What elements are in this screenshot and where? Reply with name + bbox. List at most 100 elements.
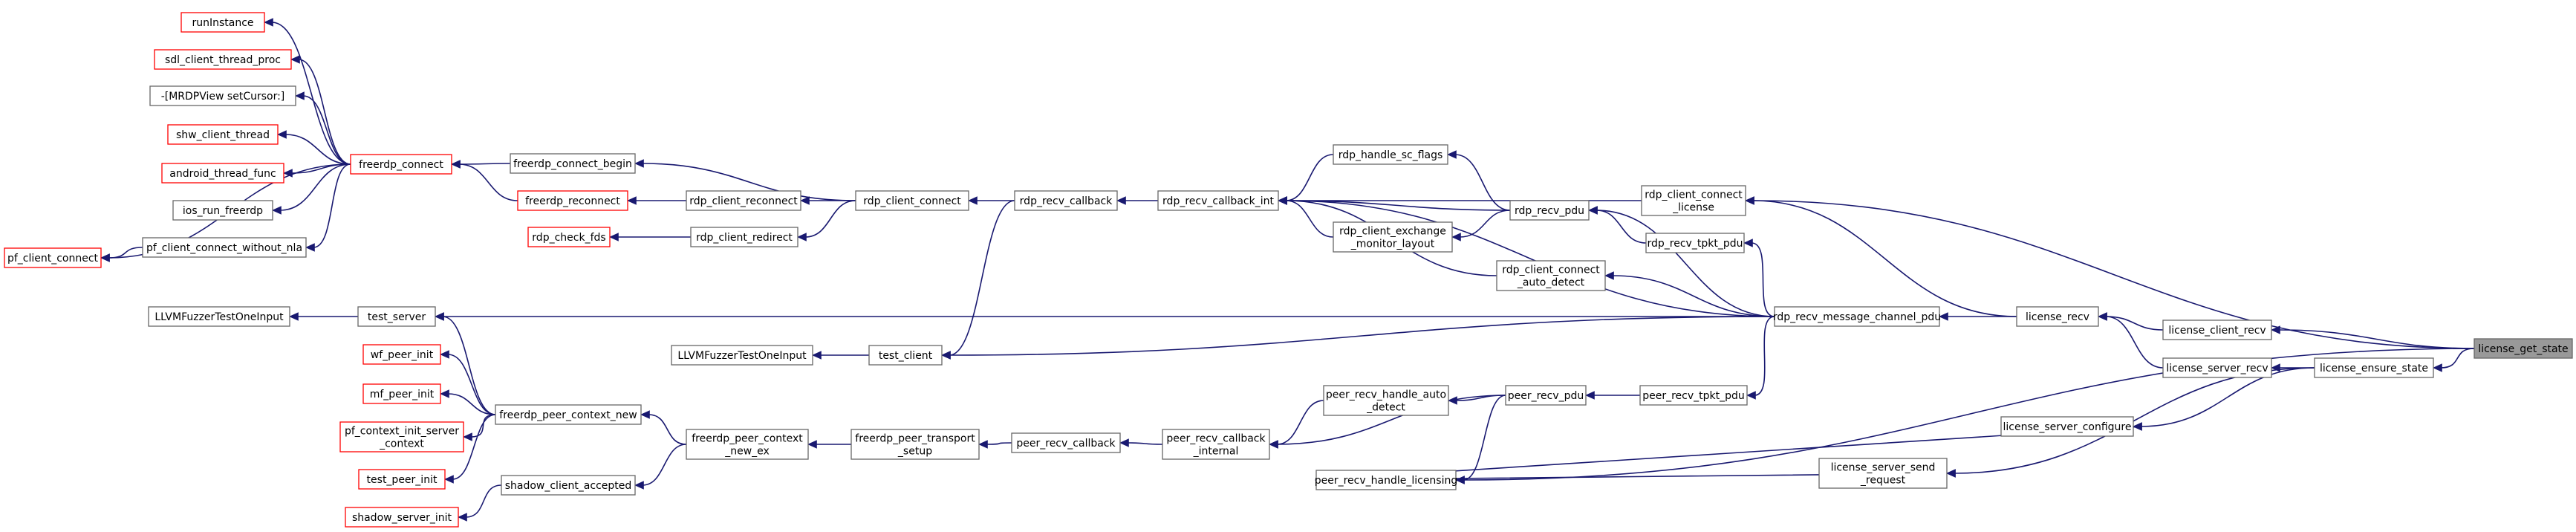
node-label: _request: [1860, 475, 1906, 487]
node-shw-client-thread[interactable]: shw_client_thread: [167, 124, 279, 145]
node-freerdp-connect[interactable]: freerdp_connect: [350, 154, 452, 175]
node-rdp-client-exchange-monitor-layout[interactable]: rdp_client_exchange_monitor_layout: [1333, 221, 1453, 253]
node-box: [2473, 338, 2573, 359]
node-rdp-check-fds[interactable]: rdp_check_fds: [527, 227, 611, 247]
node-box: [1645, 233, 1745, 253]
edge-license-recv-to-license-client-recv: [2098, 312, 2164, 331]
node-license-server-send-request[interactable]: license_server_send_request: [1818, 458, 1948, 489]
edge-peer-recv-pdu-to-peer-recv-tpkt-pdu: [1585, 391, 1640, 400]
node-freerdp-connect-begin[interactable]: freerdp_connect_begin: [510, 153, 636, 174]
node-box: [154, 49, 292, 70]
node-label: LLVMFuzzerTestOneInput: [155, 311, 284, 323]
node-llvm-fuzzer-2[interactable]: LLVMFuzzerTestOneInput: [671, 345, 813, 366]
node-label: freerdp_peer_context_new: [499, 409, 637, 421]
node-label: pf_client_connect: [7, 253, 99, 265]
node-mf-peer-init[interactable]: mf_peer_init: [362, 383, 441, 404]
node-peer-recv-handle-licensing[interactable]: peer_recv_handle_licensing: [1315, 470, 1458, 490]
node-pf-client-connect-without-nla[interactable]: pf_client_connect_without_nla: [142, 237, 307, 258]
edge-line: [442, 316, 496, 415]
node-label: rdp_client_connect: [1645, 189, 1743, 201]
node-peer-recv-callback-internal[interactable]: peer_recv_callback_internal: [1162, 429, 1270, 460]
node-peer-recv-handle-auto-detect[interactable]: peer_recv_handle_auto_detect: [1323, 385, 1449, 416]
node-test-server[interactable]: test_server: [357, 306, 436, 327]
node-rdp-recv-pdu[interactable]: rdp_recv_pdu: [1509, 200, 1590, 221]
edge-line: [1752, 200, 2017, 317]
node-label: test_server: [368, 311, 426, 323]
node-freerdp-peer-context-new[interactable]: freerdp_peer_context_new: [495, 404, 642, 425]
node-wf-peer-init[interactable]: wf_peer_init: [362, 344, 441, 365]
node-label: _auto_detect: [1517, 277, 1585, 289]
node-box: [149, 85, 296, 106]
edge-rdp-handle-sc-flags-to-rdp-recv-pdu: [1447, 150, 1511, 211]
edge-pf-client-connect-without-nla-to-freerdp-connect: [305, 163, 351, 252]
node-ios-run-freerdp[interactable]: ios_run_freerdp: [172, 200, 273, 221]
edge-line: [648, 414, 687, 445]
edge-rdp-recv-tpkt-pdu-to-rdp-recv-message-channel-pdu: [1743, 239, 1775, 317]
node-android-thread-func[interactable]: android_thread_func: [161, 163, 284, 184]
node-box: [1157, 190, 1279, 211]
node-label: license_ensure_state: [2320, 363, 2428, 374]
node-test-peer-init[interactable]: test_peer_init: [358, 469, 446, 490]
node-peer-recv-tpkt-pdu[interactable]: peer_recv_tpkt_pdu: [1639, 385, 1748, 406]
node-label: rdp_recv_tpkt_pdu: [1648, 238, 1743, 250]
node-shadow-client-accepted[interactable]: shadow_client_accepted: [501, 475, 636, 496]
edge-wf-peer-init-to-freerdp-peer-context-new: [440, 350, 496, 415]
node-box: [362, 344, 441, 365]
node-license-recv[interactable]: license_recv: [2016, 306, 2099, 327]
edge-rdp-recv-callback-int-to-rdp-client-exchange-monitor-layout: [1278, 196, 1334, 238]
node-license-get-state[interactable]: license_get_state: [2473, 338, 2573, 359]
node-license-client-recv[interactable]: license_client_recv: [2162, 319, 2272, 340]
node-label: -[MRDPView setCursor:]: [161, 91, 285, 103]
node-box: [180, 12, 265, 33]
node-freerdp-reconnect[interactable]: freerdp_reconnect: [517, 190, 628, 211]
node-rdp-client-redirect[interactable]: rdp_client_redirect: [690, 227, 799, 247]
edge-line: [1276, 400, 1324, 445]
node-license-ensure-state[interactable]: license_ensure_state: [2314, 357, 2434, 378]
node-rdp-client-reconnect[interactable]: rdp_client_reconnect: [686, 190, 801, 211]
node-label: license_client_recv: [2168, 325, 2266, 337]
edge-arrowhead: [289, 312, 299, 321]
edge-arrowhead: [2271, 325, 2280, 334]
node-rdp-client-connect-license[interactable]: rdp_client_connect_license: [1641, 185, 1746, 216]
node-license-server-configure[interactable]: license_server_configure: [2000, 416, 2134, 437]
node-rdp-recv-tpkt-pdu[interactable]: rdp_recv_tpkt_pdu: [1645, 233, 1745, 253]
edge-arrowhead: [463, 432, 472, 441]
edge-arrowhead: [1119, 438, 1129, 447]
node-sdl-client-thread-proc[interactable]: sdl_client_thread_proc: [154, 49, 292, 70]
edge-arrowhead: [797, 233, 807, 241]
edge-line: [1751, 242, 1775, 317]
edge-arrowhead: [1588, 206, 1598, 215]
edge-mf-peer-init-to-freerdp-peer-context-new: [440, 389, 496, 415]
edge-arrowhead: [440, 389, 449, 398]
node-peer-recv-pdu[interactable]: peer_recv_pdu: [1505, 385, 1587, 406]
node-license-server-recv[interactable]: license_server_recv: [2162, 357, 2272, 378]
node-test-client[interactable]: test_client: [868, 345, 943, 366]
node-label: license_server_configure: [2003, 421, 2132, 433]
node-rdp-handle-sc-flags[interactable]: rdp_handle_sc_flags: [1333, 144, 1448, 165]
edge-arrowhead: [1451, 233, 1461, 241]
node-rdp-recv-message-channel-pdu[interactable]: rdp_recv_message_channel_pdu: [1773, 306, 1941, 327]
edge-freerdp-peer-context-new-to-freerdp-peer-context-new-ex: [640, 410, 687, 445]
node-shadow-server-init[interactable]: shadow_server_init: [345, 507, 459, 528]
edge-arrowhead: [2133, 422, 2142, 431]
node-llvm-fuzzer-1[interactable]: LLVMFuzzerTestOneInput: [148, 306, 290, 327]
node-mrdpview-setcursor[interactable]: -[MRDPView setCursor:]: [149, 85, 296, 106]
node-rdp-client-connect-auto-detect[interactable]: rdp_client_connect_auto_detect: [1496, 260, 1606, 291]
node-freerdp-peer-transport-setup[interactable]: freerdp_peer_transport_setup: [850, 429, 980, 460]
node-rdp-client-connect[interactable]: rdp_client_connect: [855, 190, 969, 211]
node-box: [1774, 306, 1940, 327]
node-freerdp-peer-context-new-ex[interactable]: freerdp_peer_context_new_ex: [686, 429, 809, 460]
edge-arrowhead: [1269, 440, 1278, 449]
edge-arrowhead: [1447, 150, 1457, 159]
node-peer-recv-callback[interactable]: peer_recv_callback: [1011, 432, 1121, 453]
node-label: runInstance: [192, 17, 253, 29]
node-pf-context-init-server-context[interactable]: pf_context_init_server_context: [339, 421, 464, 452]
edge-peer-recv-callback-internal-to-peer-recv-pdu: [1269, 395, 1506, 449]
edge-line: [1612, 275, 1775, 317]
node-rdp-recv-callback-int[interactable]: rdp_recv_callback_int: [1157, 190, 1279, 211]
edge-arrowhead: [458, 513, 467, 522]
node-pf-client-connect[interactable]: pf_client_connect: [4, 247, 102, 268]
node-rdp-recv-callback[interactable]: rdp_recv_callback: [1014, 190, 1118, 211]
edge-license-client-recv-to-license-get-state: [2271, 325, 2475, 349]
node-runInstance[interactable]: runInstance: [180, 12, 265, 33]
